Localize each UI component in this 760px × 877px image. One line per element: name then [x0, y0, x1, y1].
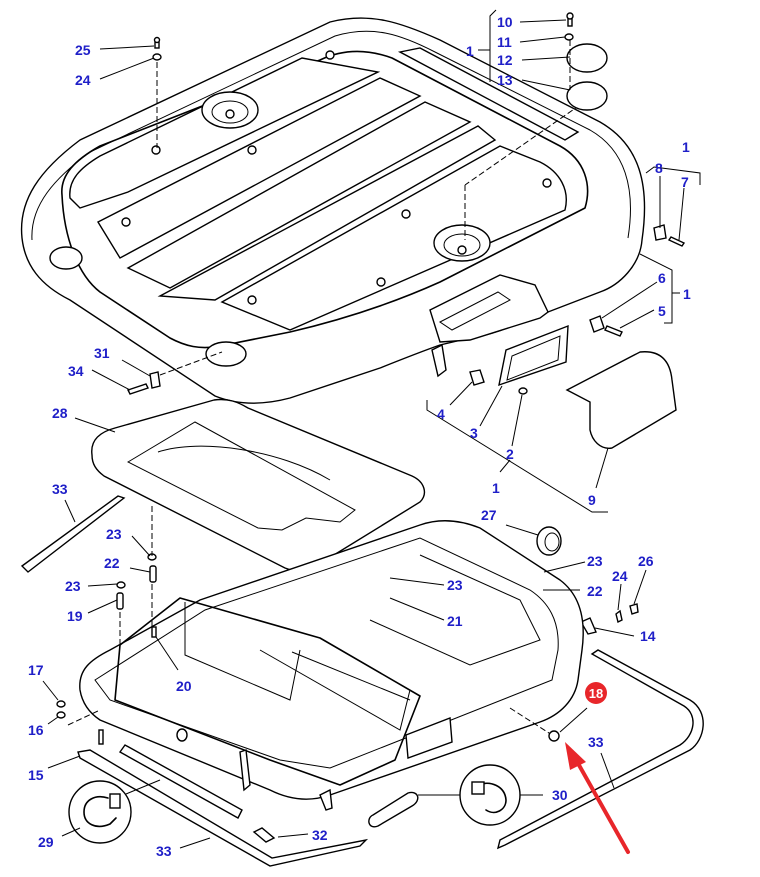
callout-19[interactable]: 19 [67, 608, 83, 624]
edge-seal-tube-29 [118, 744, 243, 819]
callout-11[interactable]: 11 [497, 34, 512, 50]
clip-nut-32 [252, 827, 276, 843]
group-bracket-right-top [645, 166, 701, 185]
callout-12[interactable]: 12 [497, 52, 513, 68]
highlight-arrow-icon [565, 742, 630, 854]
callout-14[interactable]: 14 [640, 628, 656, 644]
profile-detail-29 [68, 780, 132, 844]
callout-23[interactable]: 23 [447, 577, 463, 593]
callout-24[interactable]: 24 [612, 568, 628, 584]
group-bracket-top [489, 9, 497, 82]
callout-5[interactable]: 5 [658, 303, 666, 319]
clip-nut-8 [653, 224, 667, 241]
callout-34[interactable]: 34 [68, 363, 84, 379]
callout-26[interactable]: 26 [638, 553, 654, 569]
profile-detail-30 [459, 764, 521, 826]
seal-strip-33c [77, 749, 369, 867]
callout-labels: 10 11 1 12 13 25 24 1 8 7 6 1 5 31 34 4 … [28, 14, 691, 859]
callout-33[interactable]: 33 [52, 481, 68, 497]
clip-4 [469, 369, 485, 386]
headliner-panel-28 [91, 398, 426, 572]
bolt-10 [566, 12, 574, 27]
callout-1[interactable]: 1 [492, 480, 500, 496]
bolt-15 [98, 729, 104, 745]
nut-18 [548, 730, 560, 742]
clip-6 [589, 315, 605, 333]
highlight-badge[interactable]: 18 [585, 682, 607, 704]
callout-22[interactable]: 22 [104, 555, 120, 571]
nut-24b [615, 609, 623, 624]
callout-23[interactable]: 23 [587, 553, 603, 569]
callout-21[interactable]: 21 [447, 613, 463, 629]
seal-strip-33b [496, 649, 704, 850]
callout-31[interactable]: 31 [94, 345, 110, 361]
callout-7[interactable]: 7 [681, 174, 689, 190]
callout-24[interactable]: 24 [75, 72, 91, 88]
screw-7 [667, 236, 686, 247]
callout-6[interactable]: 6 [658, 270, 666, 286]
callout-4[interactable]: 4 [437, 406, 445, 422]
callout-23[interactable]: 23 [65, 578, 81, 594]
grommet-27 [536, 526, 562, 556]
roof-base-frame [79, 520, 584, 811]
clip-nut-31 [149, 371, 161, 389]
seal-strip-33a [20, 495, 126, 573]
callout-18: 18 [589, 686, 603, 701]
cover-plate-12 [566, 43, 608, 73]
callout-8[interactable]: 8 [655, 160, 663, 176]
callout-23[interactable]: 23 [106, 526, 122, 542]
cover-9 [565, 351, 677, 449]
callout-16[interactable]: 16 [28, 722, 44, 738]
callout-20[interactable]: 20 [176, 678, 192, 694]
callout-1[interactable]: 1 [682, 139, 690, 155]
callout-32[interactable]: 32 [312, 827, 328, 843]
screw-20 [151, 626, 157, 638]
callout-33[interactable]: 33 [156, 843, 172, 859]
callout-25[interactable]: 25 [75, 42, 91, 58]
spacer-19 [116, 592, 124, 610]
callout-28[interactable]: 28 [52, 405, 68, 421]
fastener-2 [518, 387, 528, 395]
callout-13[interactable]: 13 [497, 72, 513, 88]
bolt-25 [153, 36, 161, 49]
callout-22[interactable]: 22 [587, 583, 603, 599]
callout-15[interactable]: 15 [28, 767, 44, 783]
callout-2[interactable]: 2 [506, 446, 514, 462]
callout-9[interactable]: 9 [588, 492, 596, 508]
gasket-plate-13 [566, 81, 608, 111]
washer-11 [564, 33, 574, 41]
group-bracket-right [639, 253, 673, 324]
roof-shell [20, 17, 646, 404]
grille-frame-3 [498, 324, 569, 387]
callout-33[interactable]: 33 [588, 734, 604, 750]
callout-3[interactable]: 3 [470, 425, 478, 441]
callout-29[interactable]: 29 [38, 834, 54, 850]
spacer-22a [149, 565, 157, 583]
callout-17[interactable]: 17 [28, 662, 44, 678]
edge-seal-tube-30 [368, 791, 419, 828]
callout-30[interactable]: 30 [552, 787, 568, 803]
nut-17 [56, 700, 66, 708]
bracket-14 [580, 617, 597, 635]
callout-10[interactable]: 10 [497, 14, 513, 30]
callout-1[interactable]: 1 [683, 286, 691, 302]
washer-16 [56, 711, 66, 719]
screw-34 [127, 383, 149, 395]
callout-27[interactable]: 27 [481, 507, 497, 523]
washer-24a [152, 53, 162, 61]
washer-23b [116, 581, 126, 589]
screw-5 [604, 325, 623, 337]
screw-26 [629, 603, 639, 615]
leader-lines [42, 19, 685, 849]
callout-1[interactable]: 1 [466, 43, 474, 59]
